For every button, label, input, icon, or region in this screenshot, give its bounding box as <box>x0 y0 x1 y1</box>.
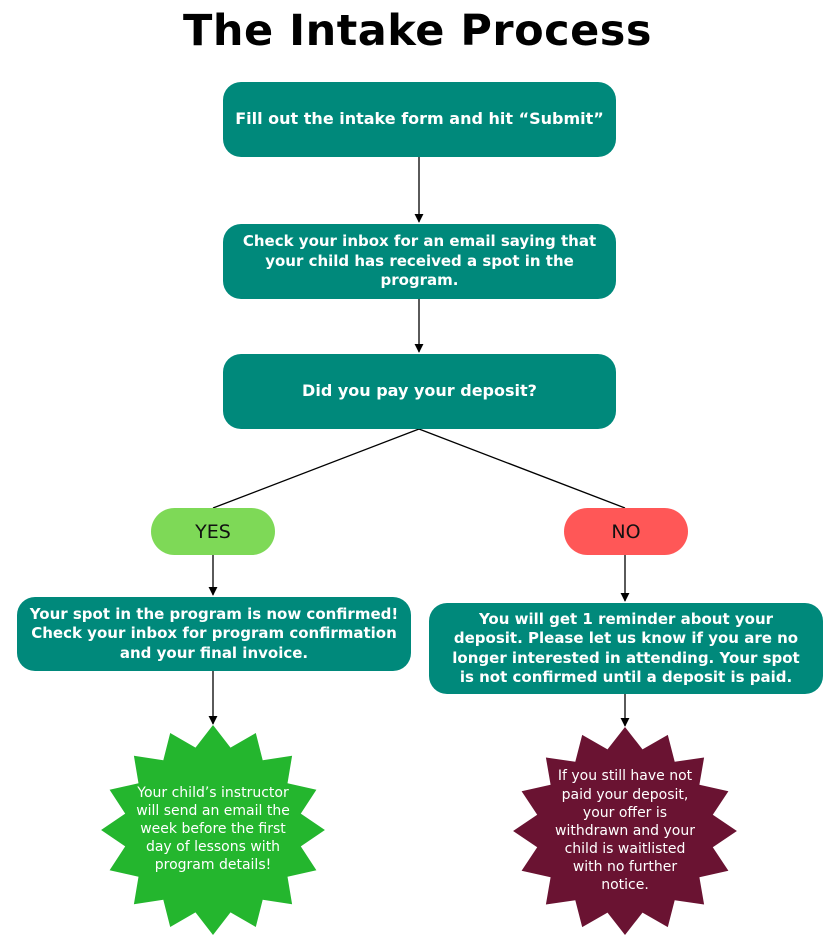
step-submit-form: Fill out the intake form and hit “Submit… <box>223 82 616 157</box>
no-result-box: You will get 1 reminder about your depos… <box>429 603 823 694</box>
yes-final-text: Your child’s instructor will send an ema… <box>136 784 290 874</box>
decision-deposit-paid-text: Did you pay your deposit? <box>302 381 537 401</box>
step-check-inbox: Check your inbox for an email saying tha… <box>223 224 616 299</box>
yes-final-burst <box>101 725 325 935</box>
no-branch-text: NO <box>611 520 641 543</box>
no-final-burst <box>513 727 737 935</box>
yes-branch-text: YES <box>195 520 231 543</box>
yes-final-burst-shape <box>101 725 325 935</box>
line-deposit-to-no <box>418 428 626 509</box>
line-deposit-to-yes <box>212 428 420 509</box>
no-result-text: You will get 1 reminder about your depos… <box>452 609 800 687</box>
decision-deposit-paid: Did you pay your deposit? <box>223 354 616 429</box>
no-final-text: If you still have not paid your deposit,… <box>555 768 695 894</box>
no-branch-label: NO <box>564 508 688 555</box>
yes-branch-label: YES <box>151 508 275 555</box>
yes-final-text-wrap: Your child’s instructor will send an ema… <box>136 766 290 892</box>
no-final-text-wrap: If you still have not paid your deposit,… <box>548 768 702 894</box>
diagram-title: The Intake Process <box>183 6 652 56</box>
step-check-inbox-text: Check your inbox for an email saying tha… <box>242 232 597 290</box>
yes-result-text: Your spot in the program is now confirme… <box>29 604 399 662</box>
no-final-burst-shape <box>513 727 737 935</box>
yes-result-box: Your spot in the program is now confirme… <box>17 597 411 671</box>
step-submit-form-text: Fill out the intake form and hit “Submit… <box>235 109 604 129</box>
